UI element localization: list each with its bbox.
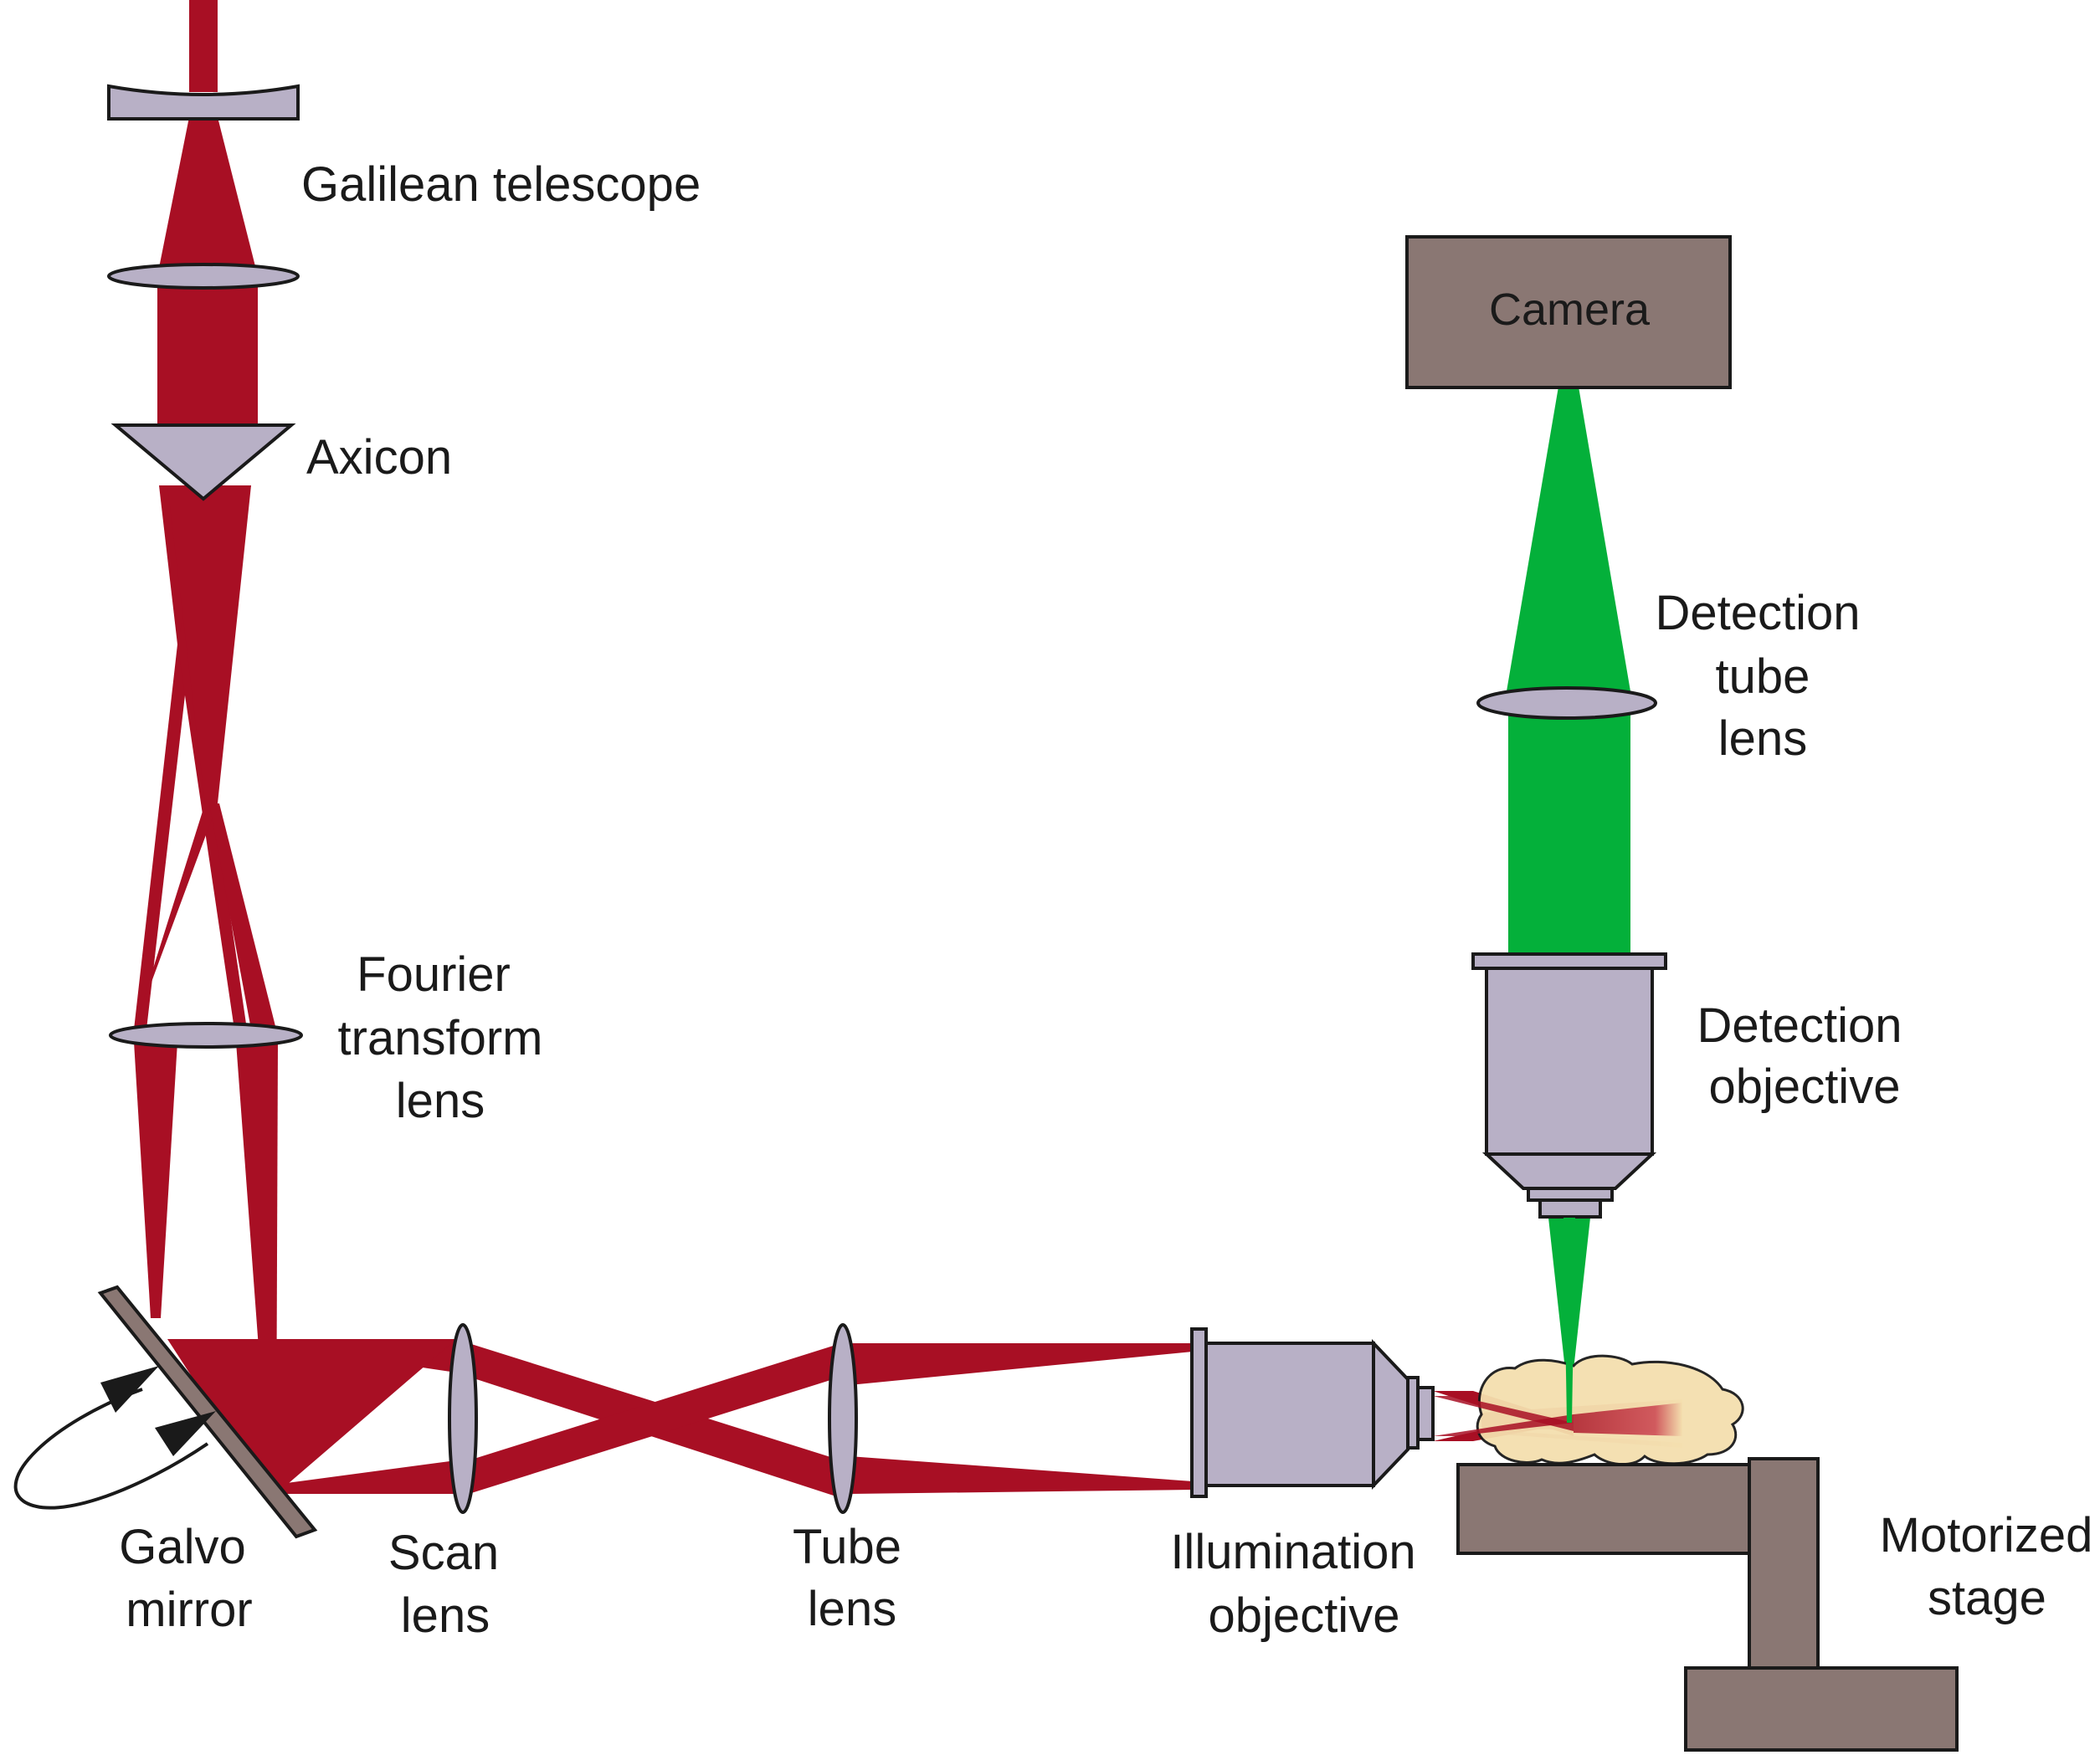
scan-label-line2: lens [401, 1588, 490, 1643]
tube-label-line2: lens [808, 1582, 896, 1636]
rotation-arrow-icon [13, 1366, 216, 1510]
fourier-label-line2: transform [338, 1011, 543, 1065]
detection-tube-label-line2: tube [1716, 649, 1810, 704]
axicon-icon [110, 423, 296, 501]
fourier-transform-lens-icon [109, 1022, 303, 1049]
detection-tube-label-line1: Detection [1655, 586, 1860, 640]
scan-lens-icon [448, 1323, 478, 1514]
fourier-label-line1: Fourier [357, 947, 511, 1002]
detection-objective-icon [1471, 952, 1667, 1219]
galvo-label-line2: mirror [126, 1583, 252, 1637]
galilean-concave-lens-icon [107, 84, 300, 121]
illumination-objective-icon [1190, 1327, 1435, 1498]
galilean-telescope-label: Galilean telescope [301, 157, 701, 212]
motorized-stage-label-line2: stage [1928, 1571, 2046, 1625]
axicon-label: Axicon [306, 430, 452, 485]
detection-tube-label-line3: lens [1718, 711, 1807, 766]
tube-lens-icon [828, 1323, 858, 1514]
fourier-label-line3: lens [396, 1074, 485, 1128]
camera-label: Camera [1489, 285, 1651, 335]
detection-objective-label-line1: Detection [1697, 998, 1902, 1053]
excitation-beam-horizontal [167, 1339, 1682, 1498]
tube-label-line1: Tube [793, 1520, 901, 1574]
excitation-beam-vertical [134, 0, 278, 1473]
detection-objective-label-line2: objective [1709, 1060, 1901, 1114]
detection-tube-lens-icon [1476, 686, 1657, 720]
scan-label-line1: Scan [388, 1526, 499, 1580]
motorized-stage-icon [1456, 1457, 1959, 1752]
camera-box [1405, 235, 1732, 389]
illumination-label-line2: objective [1209, 1588, 1400, 1643]
motorized-stage-label-line1: Motorized [1880, 1508, 2093, 1563]
galilean-convex-lens-icon [107, 263, 300, 290]
galvo-label-line1: Galvo [119, 1520, 246, 1574]
galvo-mirror-icon [97, 1285, 318, 1539]
illumination-label-line1: Illumination [1170, 1525, 1415, 1579]
